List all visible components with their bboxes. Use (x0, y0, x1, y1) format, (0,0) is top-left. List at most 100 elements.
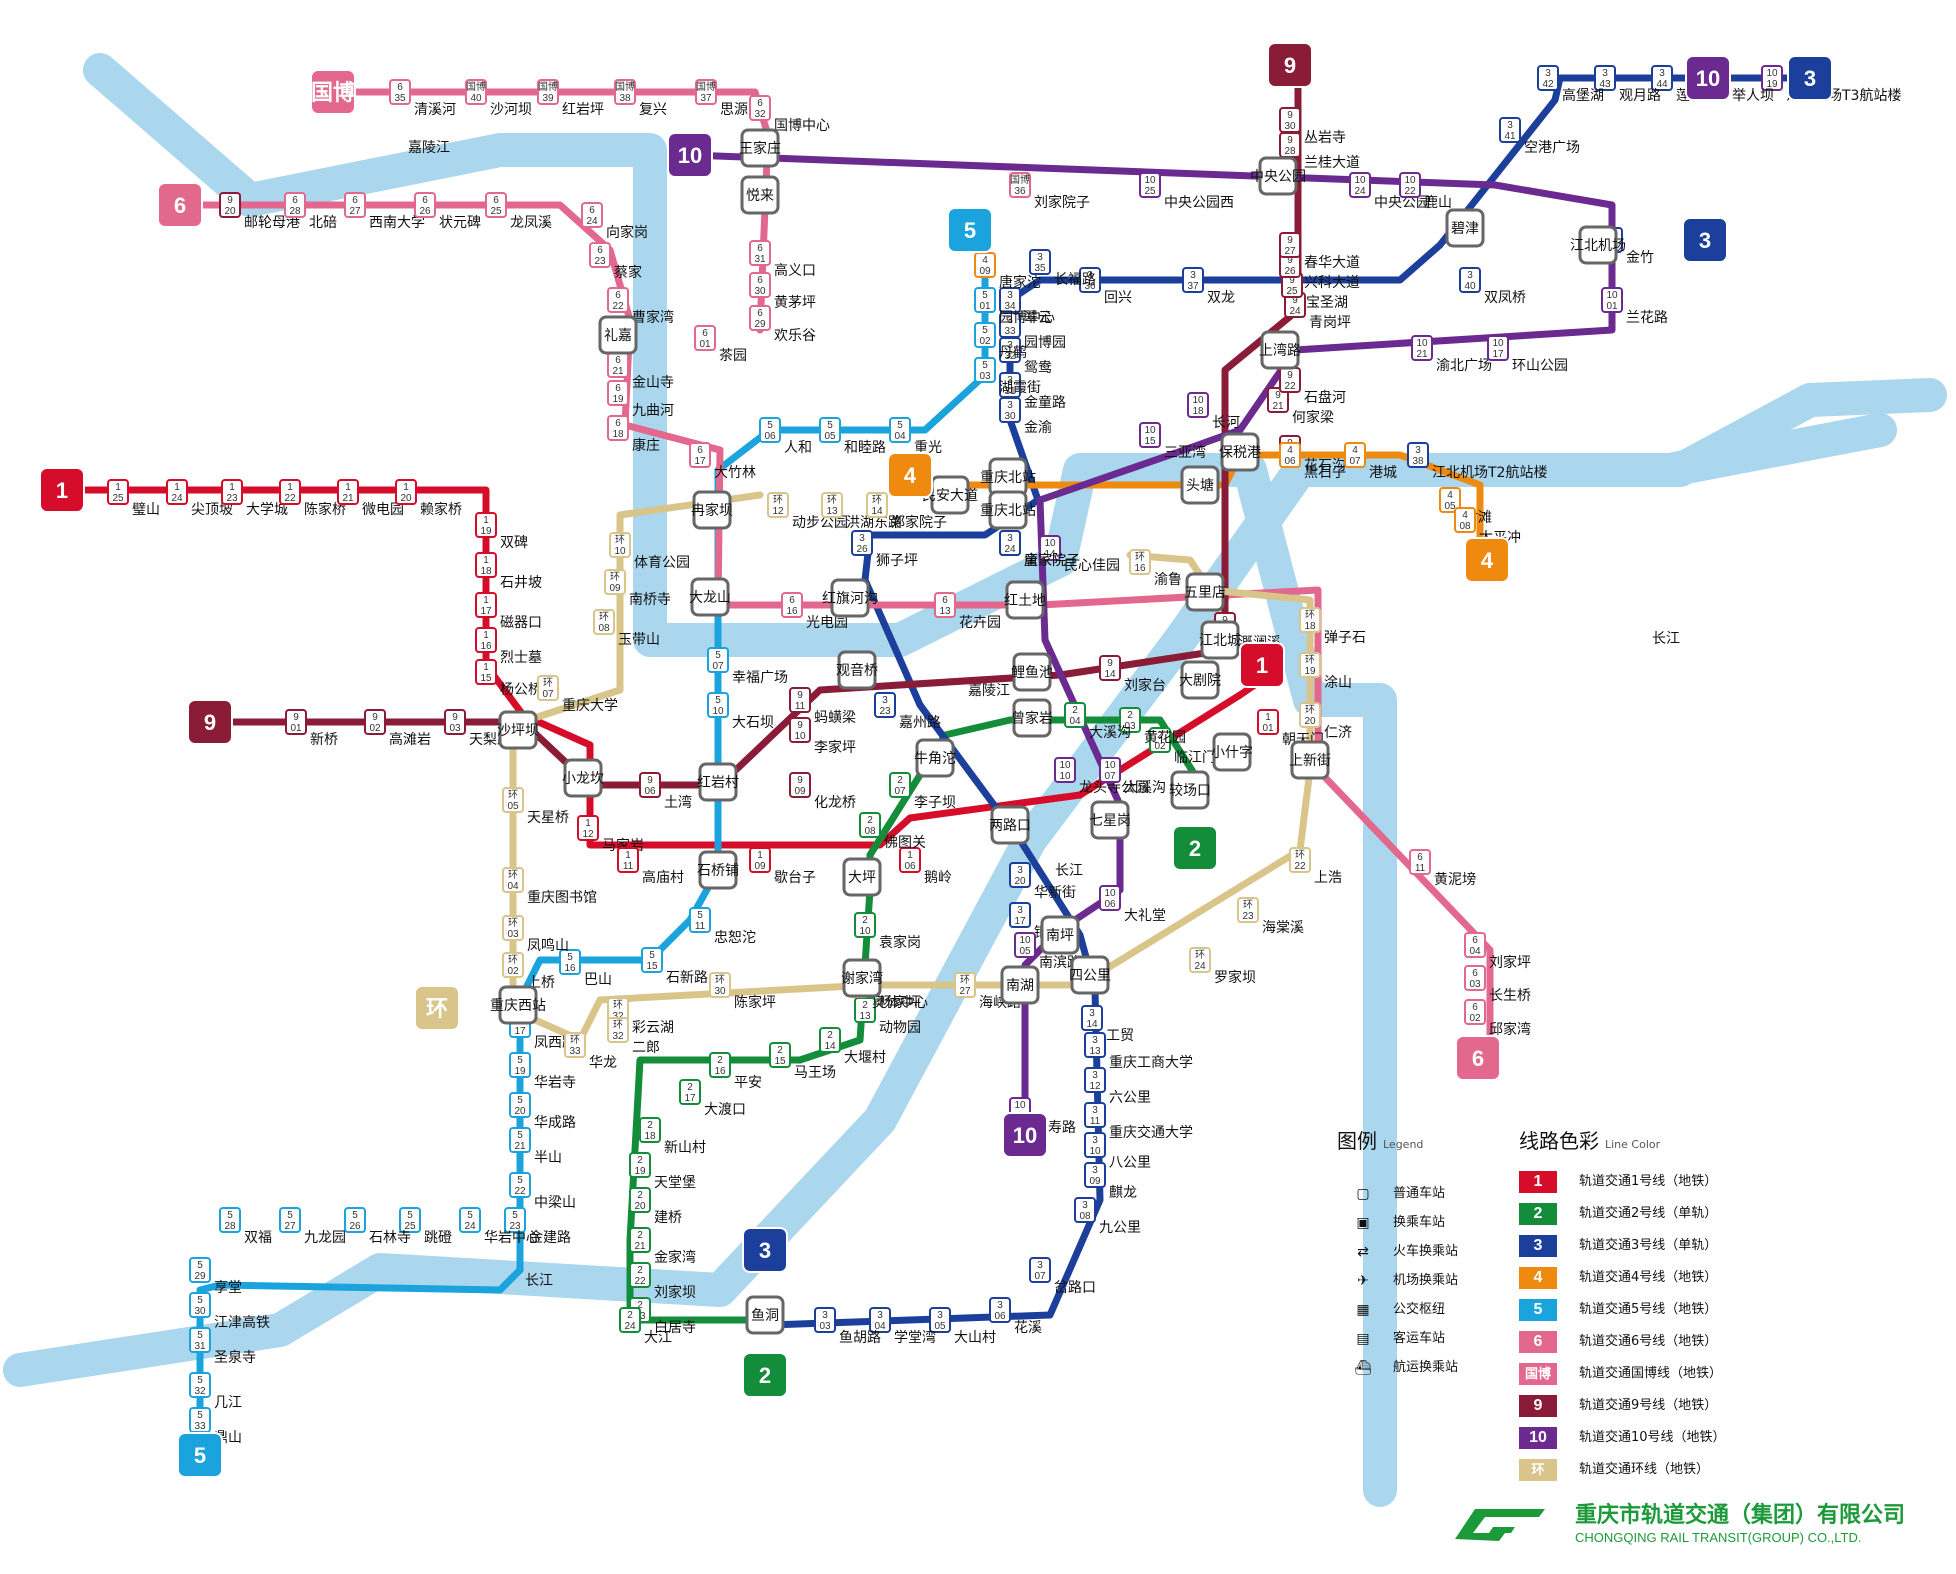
transfer-station[interactable]: 小龙坎 (562, 758, 604, 798)
transfer-station[interactable]: 红旗河沟 (822, 578, 878, 618)
transfer-station[interactable]: 礼嘉 (598, 315, 638, 355)
transfer-station[interactable]: 大坪 (842, 857, 882, 897)
transfer-station[interactable]: 小什字 (1211, 732, 1253, 772)
transfer-station[interactable]: 南坪 (1040, 915, 1080, 955)
transfer-station[interactable]: 沙坪坝 (497, 710, 539, 750)
transfer-station[interactable]: 王家庄 (739, 128, 781, 168)
transfer-station[interactable]: 红岩村 (697, 762, 739, 802)
transfer-station[interactable]: 大剧院 (1179, 660, 1221, 700)
transfer-station[interactable]: 民安大道 (922, 475, 978, 515)
transfer-station[interactable]: 保税港 (1219, 432, 1261, 472)
transfer-station[interactable]: 两路口 (989, 805, 1031, 845)
transfer-station[interactable]: 鱼洞 (745, 1295, 785, 1335)
transfer-station[interactable]: 七星岗 (1089, 800, 1131, 840)
transfer-station[interactable]: 五里店 (1184, 572, 1226, 612)
transfer-station[interactable]: 红土地 (1004, 580, 1046, 620)
transfer-station[interactable]: 江北机场 (1570, 225, 1626, 265)
transfer-station[interactable]: 曾家岩 (1011, 698, 1053, 738)
transfer-station[interactable]: 较场口 (1169, 770, 1211, 810)
transfer-station[interactable]: 大龙山 (689, 577, 731, 617)
